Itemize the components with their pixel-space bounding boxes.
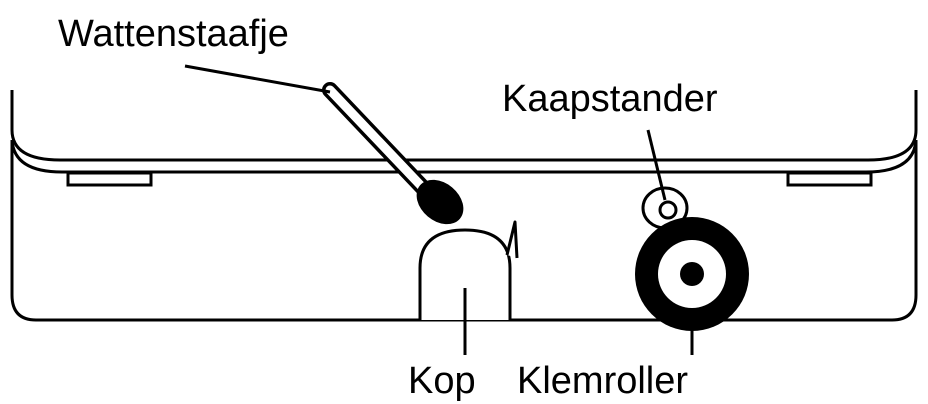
pinch-roller bbox=[635, 217, 749, 331]
deck-inner-outline bbox=[10, 139, 918, 174]
right-slot bbox=[786, 171, 873, 187]
head-label: Kop bbox=[408, 360, 476, 402]
leader-line-swab bbox=[184, 64, 331, 94]
leader-line-capstan bbox=[646, 129, 667, 201]
pinch-roller-label: Klemroller bbox=[517, 360, 689, 402]
left-slot bbox=[66, 171, 153, 187]
deck-outer-outline bbox=[10, 90, 918, 162]
cotton-swab bbox=[322, 82, 464, 225]
cotton-swab-label: Wattenstaafje bbox=[58, 13, 289, 55]
cotton-swab-tip bbox=[416, 179, 464, 225]
capstan-label: Kaapstander bbox=[502, 78, 718, 120]
tape-head bbox=[418, 220, 519, 320]
